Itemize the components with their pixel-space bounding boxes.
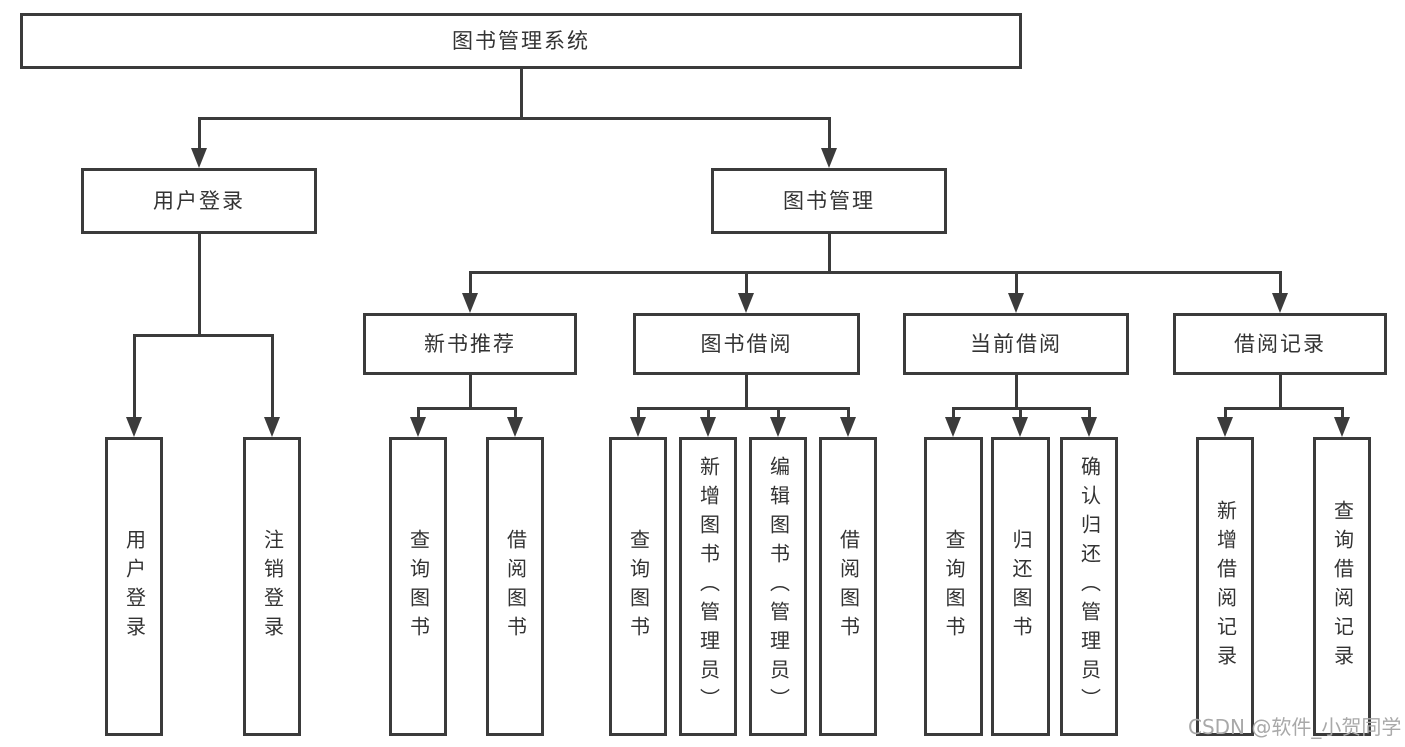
- node-query-books-borrowing: 查询图书: [609, 437, 667, 736]
- node-new-book-recommend: 新书推荐: [363, 313, 577, 375]
- connector-line: [271, 335, 274, 423]
- arrow-down-icon: [840, 417, 856, 437]
- node-current-borrowing: 当前借阅: [903, 313, 1129, 375]
- arrow-down-icon: [1334, 417, 1350, 437]
- connector-line: [847, 408, 850, 423]
- node-edit-books-admin: 编辑图书（管理员）: [749, 437, 807, 736]
- connector-line: [828, 118, 831, 154]
- arrow-down-icon: [462, 293, 478, 313]
- arrow-down-icon: [945, 417, 961, 437]
- arrow-down-icon: [264, 417, 280, 437]
- connector-line: [745, 375, 748, 408]
- connector-line: [469, 271, 1282, 274]
- arrow-down-icon: [630, 417, 646, 437]
- connector-line: [1341, 408, 1344, 423]
- connector-line: [417, 407, 517, 410]
- arrow-down-icon: [1008, 293, 1024, 313]
- node-query-books-current: 查询图书: [924, 437, 983, 736]
- node-root: 图书管理系统: [20, 13, 1022, 69]
- connector-line: [1019, 408, 1022, 423]
- connector-line: [745, 272, 748, 299]
- node-add-books-admin: 新增图书（管理员）: [679, 437, 737, 736]
- node-user-login: 用户登录: [81, 168, 317, 234]
- arrow-down-icon: [821, 148, 837, 168]
- connector-line: [1015, 375, 1018, 408]
- node-add-borrowing-record: 新增借阅记录: [1196, 437, 1254, 736]
- node-book-management: 图书管理: [711, 168, 947, 234]
- connector-line: [133, 334, 274, 337]
- node-borrow-books-recommend: 借阅图书: [486, 437, 544, 736]
- connector-line: [777, 408, 780, 423]
- arrow-down-icon: [191, 148, 207, 168]
- connector-line: [637, 407, 850, 410]
- node-borrowing-records: 借阅记录: [1173, 313, 1387, 375]
- connector-line: [828, 234, 831, 272]
- connector-line: [952, 407, 1091, 410]
- arrow-down-icon: [738, 293, 754, 313]
- arrow-down-icon: [700, 417, 716, 437]
- arrow-down-icon: [1012, 417, 1028, 437]
- arrow-down-icon: [1272, 293, 1288, 313]
- node-query-borrowing-record: 查询借阅记录: [1313, 437, 1371, 736]
- connector-line: [198, 117, 831, 120]
- connector-line: [1015, 272, 1018, 299]
- connector-line: [1088, 408, 1091, 423]
- connector-line: [469, 375, 472, 408]
- connector-line: [637, 408, 640, 423]
- node-user-login-action: 用户登录: [105, 437, 163, 736]
- arrow-down-icon: [507, 417, 523, 437]
- connector-line: [469, 272, 472, 299]
- watermark: CSDN @软件_小贺同学: [1188, 715, 1402, 739]
- arrow-down-icon: [410, 417, 426, 437]
- arrow-down-icon: [1081, 417, 1097, 437]
- connector-line: [1224, 407, 1344, 410]
- connector-line: [198, 118, 201, 154]
- connector-line: [514, 408, 517, 423]
- connector-line: [952, 408, 955, 423]
- arrow-down-icon: [1217, 417, 1233, 437]
- connector-line: [417, 408, 420, 423]
- node-logout-action: 注销登录: [243, 437, 301, 736]
- connector-line: [1279, 375, 1282, 408]
- connector-line: [520, 69, 523, 118]
- connector-line: [198, 234, 201, 335]
- arrow-down-icon: [126, 417, 142, 437]
- connector-line: [133, 335, 136, 423]
- node-book-borrowing: 图书借阅: [633, 313, 860, 375]
- node-confirm-return-admin: 确认归还（管理员）: [1060, 437, 1118, 736]
- node-return-books: 归还图书: [991, 437, 1050, 736]
- arrow-down-icon: [770, 417, 786, 437]
- node-query-books-recommend: 查询图书: [389, 437, 447, 736]
- connector-line: [1224, 408, 1227, 423]
- connector-line: [707, 408, 710, 423]
- connector-line: [1279, 272, 1282, 299]
- node-borrow-books-action: 借阅图书: [819, 437, 877, 736]
